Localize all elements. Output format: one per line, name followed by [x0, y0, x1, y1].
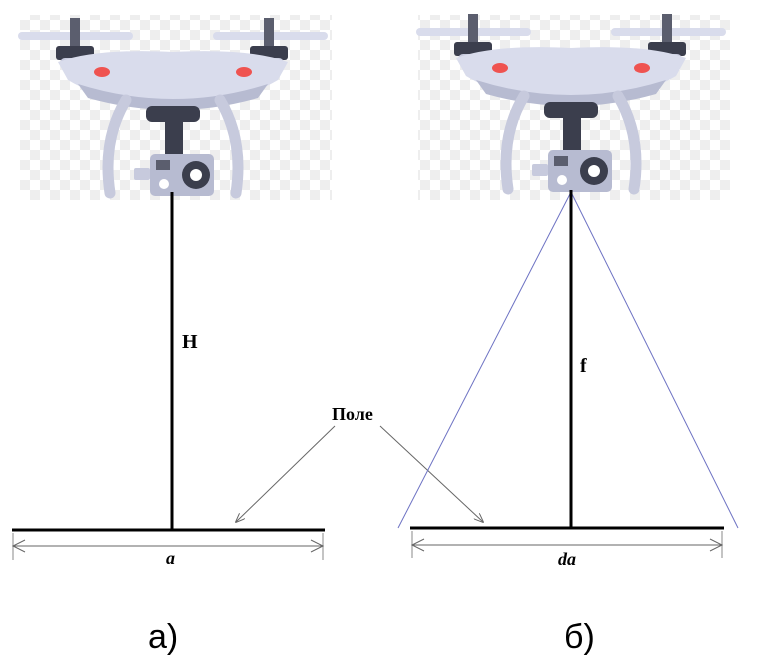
- fov-line-left: [397, 191, 572, 529]
- fov-line-right: [570, 191, 739, 529]
- height-label: H: [182, 331, 198, 353]
- focal-label: f: [580, 355, 587, 377]
- width-label-a: a: [166, 548, 175, 568]
- dimension-arrow-b-left: [410, 538, 425, 552]
- panel-b: f da б): [397, 14, 739, 656]
- field-annotation: Поле: [236, 404, 483, 522]
- field-label: Поле: [332, 404, 373, 424]
- field-arrow-left: [236, 425, 336, 522]
- dimension-arrow-a-left: [11, 539, 26, 553]
- caption-a: а): [148, 618, 178, 656]
- dimension-arrow-a-right: [310, 539, 325, 553]
- panel-a: H a а): [11, 15, 332, 656]
- field-arrow-right: [379, 425, 483, 522]
- caption-b: б): [564, 618, 595, 656]
- dimension-arrow-b-right: [709, 538, 724, 552]
- width-label-b: da: [558, 549, 576, 569]
